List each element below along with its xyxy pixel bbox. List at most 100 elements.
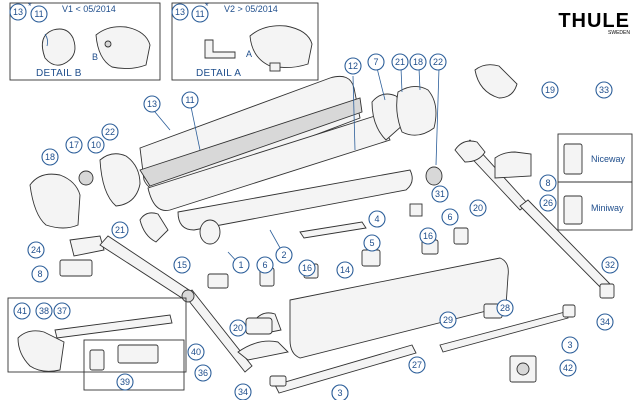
svg-text:17: 17 xyxy=(69,140,79,150)
part-callout-22: 22 xyxy=(101,123,119,141)
part-callout-21: 21 xyxy=(111,221,129,239)
switch-label-miniway: Miniway xyxy=(591,203,624,213)
svg-text:13: 13 xyxy=(175,7,185,17)
svg-text:2: 2 xyxy=(281,250,286,260)
svg-text:1: 1 xyxy=(238,260,243,270)
svg-text:24: 24 xyxy=(31,245,41,255)
part-callout-11: 11 xyxy=(181,91,199,109)
svg-text:6: 6 xyxy=(262,260,267,270)
svg-text:3: 3 xyxy=(337,388,342,398)
part-callout-3: 3 xyxy=(561,336,579,354)
svg-text:11: 11 xyxy=(185,95,194,105)
part-callout-15: 15 xyxy=(173,256,191,274)
svg-text:36: 36 xyxy=(198,368,208,378)
detail-a-panel: V2 > 05/2014 * A DETAIL A 13 11 xyxy=(171,1,319,81)
detail-b-panel: V1 < 05/2014 * B DETAIL B 13 11 xyxy=(9,1,161,81)
svg-text:38: 38 xyxy=(39,306,49,316)
part-callout-17: 17 xyxy=(65,136,83,154)
svg-text:34: 34 xyxy=(238,387,248,397)
part-callout-33: 33 xyxy=(595,81,613,99)
svg-text:16: 16 xyxy=(423,231,433,241)
part-callout-20: 20 xyxy=(469,199,487,217)
svg-text:15: 15 xyxy=(177,260,187,270)
part-callout-8: 8 xyxy=(31,265,49,283)
svg-text:28: 28 xyxy=(500,303,510,313)
svg-text:27: 27 xyxy=(412,360,422,370)
svg-text:40: 40 xyxy=(191,347,201,357)
detail-a-callout-13: 13 xyxy=(171,3,189,21)
svg-text:*: * xyxy=(205,1,209,11)
svg-text:20: 20 xyxy=(233,323,243,333)
part-callout-8: 8 xyxy=(539,174,557,192)
svg-text:37: 37 xyxy=(57,306,67,316)
part-callout-10: 10 xyxy=(87,136,105,154)
svg-text:22: 22 xyxy=(105,127,115,137)
svg-text:39: 39 xyxy=(120,377,130,387)
awning-casing xyxy=(139,75,413,245)
svg-text:33: 33 xyxy=(599,85,609,95)
part-callout-1: 1 xyxy=(232,256,250,274)
svg-text:3: 3 xyxy=(567,340,572,350)
svg-text:19: 19 xyxy=(545,85,555,95)
detail-b-callout-13: 13 xyxy=(9,3,27,21)
detail-b-mark: B xyxy=(92,52,98,62)
part-callout-21: 21 xyxy=(391,53,409,71)
switch-panel: Niceway Miniway xyxy=(557,133,633,231)
svg-text:11: 11 xyxy=(195,9,204,19)
svg-text:8: 8 xyxy=(37,269,42,279)
detail-b-title: DETAIL B xyxy=(36,68,82,79)
svg-text:41: 41 xyxy=(17,306,27,316)
part-callout-40: 40 xyxy=(187,343,205,361)
part-callout-7: 7 xyxy=(367,53,385,71)
svg-text:29: 29 xyxy=(443,315,453,325)
svg-text:7: 7 xyxy=(373,57,378,67)
part-callout-3: 3 xyxy=(331,384,349,400)
motor-kit-panel xyxy=(7,297,187,391)
svg-text:22: 22 xyxy=(433,57,443,67)
left-end-parts xyxy=(29,153,169,277)
part-callout-16: 16 xyxy=(419,227,437,245)
svg-text:4: 4 xyxy=(374,214,379,224)
svg-text:26: 26 xyxy=(543,198,553,208)
part-callout-16: 16 xyxy=(298,259,316,277)
part-callout-19: 19 xyxy=(541,81,559,99)
svg-text:11: 11 xyxy=(34,9,43,19)
svg-text:12: 12 xyxy=(348,61,358,71)
svg-text:8: 8 xyxy=(545,178,550,188)
svg-text:18: 18 xyxy=(45,152,55,162)
part-callout-28: 28 xyxy=(496,299,514,317)
part-callout-18: 18 xyxy=(41,148,59,166)
svg-text:6: 6 xyxy=(447,212,452,222)
detail-a-title: DETAIL A xyxy=(196,68,241,79)
svg-text:20: 20 xyxy=(473,203,483,213)
switch-label-niceway: Niceway xyxy=(591,154,626,164)
part-callout-32: 32 xyxy=(601,256,619,274)
detail-a-callout-11: 11 xyxy=(191,5,209,23)
part-callout-13: 13 xyxy=(143,95,161,113)
svg-text:10: 10 xyxy=(91,140,101,150)
part-callout-6: 6 xyxy=(441,208,459,226)
svg-text:5: 5 xyxy=(369,238,374,248)
part-callout-5: 5 xyxy=(363,234,381,252)
svg-text:21: 21 xyxy=(395,57,405,67)
part-callout-26: 26 xyxy=(539,194,557,212)
svg-text:42: 42 xyxy=(563,363,573,373)
part-callout-4: 4 xyxy=(368,210,386,228)
part-callout-41: 41 xyxy=(13,302,31,320)
svg-text:31: 31 xyxy=(435,189,445,199)
svg-text:32: 32 xyxy=(605,260,615,270)
part-callout-12: 12 xyxy=(344,57,362,75)
svg-text:13: 13 xyxy=(147,99,157,109)
part-callout-31: 31 xyxy=(431,185,449,203)
part-callout-18: 18 xyxy=(409,53,427,71)
svg-text:13: 13 xyxy=(13,7,23,17)
part-callout-36: 36 xyxy=(194,364,212,382)
detail-b-version: V1 < 05/2014 xyxy=(62,4,116,14)
detail-a-version: V2 > 05/2014 xyxy=(224,4,278,14)
part-callout-14: 14 xyxy=(336,261,354,279)
part-callout-39: 39 xyxy=(116,373,134,391)
part-callout-6: 6 xyxy=(256,256,274,274)
part-callout-22: 22 xyxy=(429,53,447,71)
